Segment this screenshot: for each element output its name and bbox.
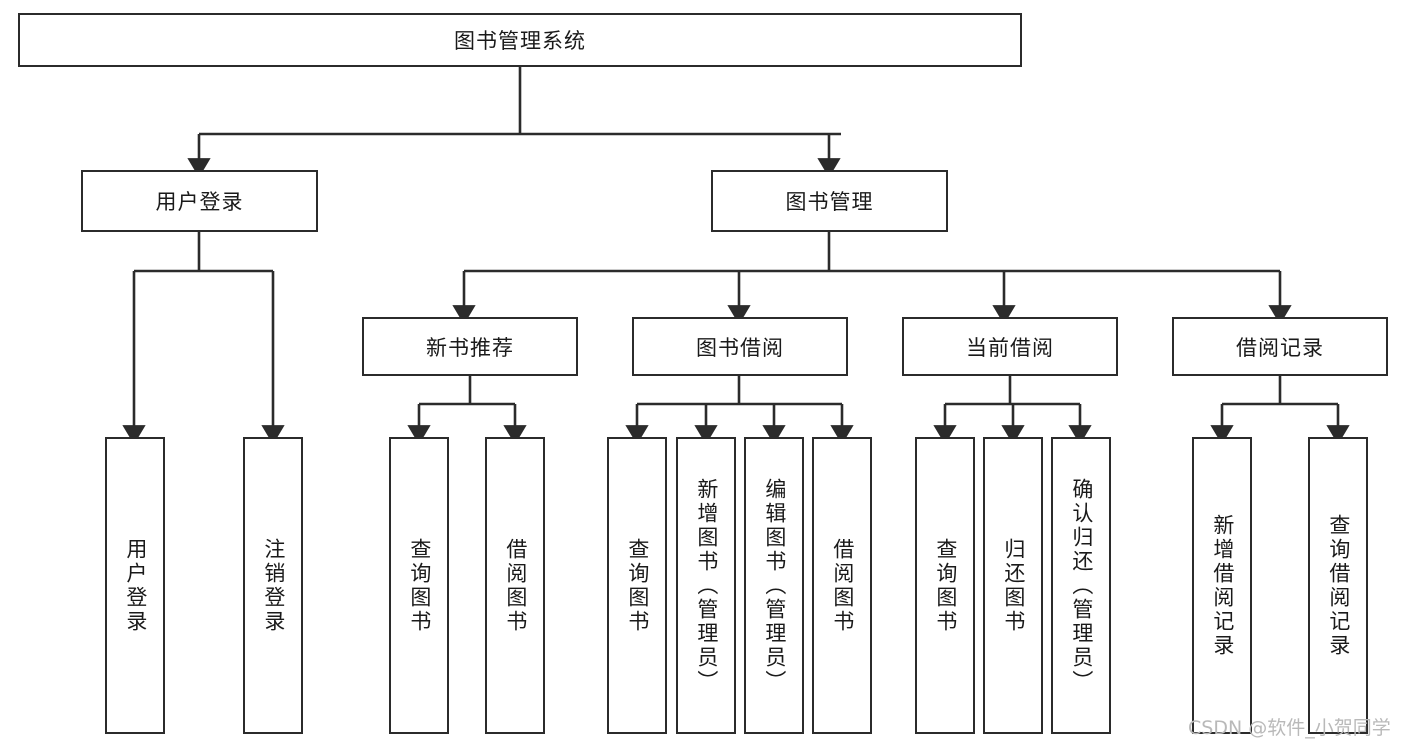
node-book-manage-label: 图书管理 — [785, 190, 874, 214]
leaf-user-login-label: 用户登录 — [123, 537, 148, 634]
leaf-borrow-book-2-label: 借阅图书 — [830, 537, 855, 634]
leaf-edit-book-label: 编辑图书（管理员） — [762, 477, 787, 694]
node-borrow-record[interactable]: 借阅记录 — [1172, 317, 1388, 376]
leaf-add-book-label: 新增图书（管理员） — [694, 477, 719, 694]
leaf-query-record[interactable]: 查询借阅记录 — [1308, 437, 1368, 734]
leaf-query-book-1[interactable]: 查询图书 — [389, 437, 449, 734]
csdn-watermark: CSDN @软件_小贺同学 — [1188, 717, 1391, 739]
node-current-borrow-label: 当前借阅 — [966, 335, 1054, 360]
node-book-manage[interactable]: 图书管理 — [711, 170, 948, 232]
node-user-login-label: 用户登录 — [155, 190, 244, 214]
leaf-confirm-return[interactable]: 确认归还（管理员） — [1051, 437, 1111, 734]
leaf-logout-label: 注销登录 — [261, 537, 286, 634]
leaf-query-book-3-label: 查询图书 — [933, 537, 958, 634]
leaf-logout[interactable]: 注销登录 — [243, 437, 303, 734]
node-new-book-rec[interactable]: 新书推荐 — [362, 317, 578, 376]
leaf-edit-book[interactable]: 编辑图书（管理员） — [744, 437, 804, 734]
leaf-borrow-book-1[interactable]: 借阅图书 — [485, 437, 545, 734]
leaf-confirm-return-label: 确认归还（管理员） — [1069, 477, 1094, 694]
leaf-query-book-1-label: 查询图书 — [407, 537, 432, 634]
node-book-borrow[interactable]: 图书借阅 — [632, 317, 848, 376]
node-root[interactable]: 图书管理系统 — [18, 13, 1022, 67]
node-new-book-rec-label: 新书推荐 — [426, 335, 514, 360]
leaf-add-book[interactable]: 新增图书（管理员） — [676, 437, 736, 734]
node-borrow-record-label: 借阅记录 — [1236, 335, 1324, 360]
leaf-borrow-book-2[interactable]: 借阅图书 — [812, 437, 872, 734]
leaf-user-login[interactable]: 用户登录 — [105, 437, 165, 734]
leaf-add-record[interactable]: 新增借阅记录 — [1192, 437, 1252, 734]
leaf-return-book-label: 归还图书 — [1001, 537, 1026, 634]
leaf-query-book-3[interactable]: 查询图书 — [915, 437, 975, 734]
node-user-login[interactable]: 用户登录 — [81, 170, 318, 232]
leaf-query-record-label: 查询借阅记录 — [1326, 513, 1351, 658]
node-book-borrow-label: 图书借阅 — [696, 335, 784, 360]
leaf-return-book[interactable]: 归还图书 — [983, 437, 1043, 734]
leaf-query-book-2[interactable]: 查询图书 — [607, 437, 667, 734]
leaf-borrow-book-1-label: 借阅图书 — [503, 537, 528, 634]
leaf-add-record-label: 新增借阅记录 — [1210, 513, 1235, 658]
node-current-borrow[interactable]: 当前借阅 — [902, 317, 1118, 376]
node-root-label: 图书管理系统 — [454, 29, 586, 53]
leaf-query-book-2-label: 查询图书 — [625, 537, 650, 634]
